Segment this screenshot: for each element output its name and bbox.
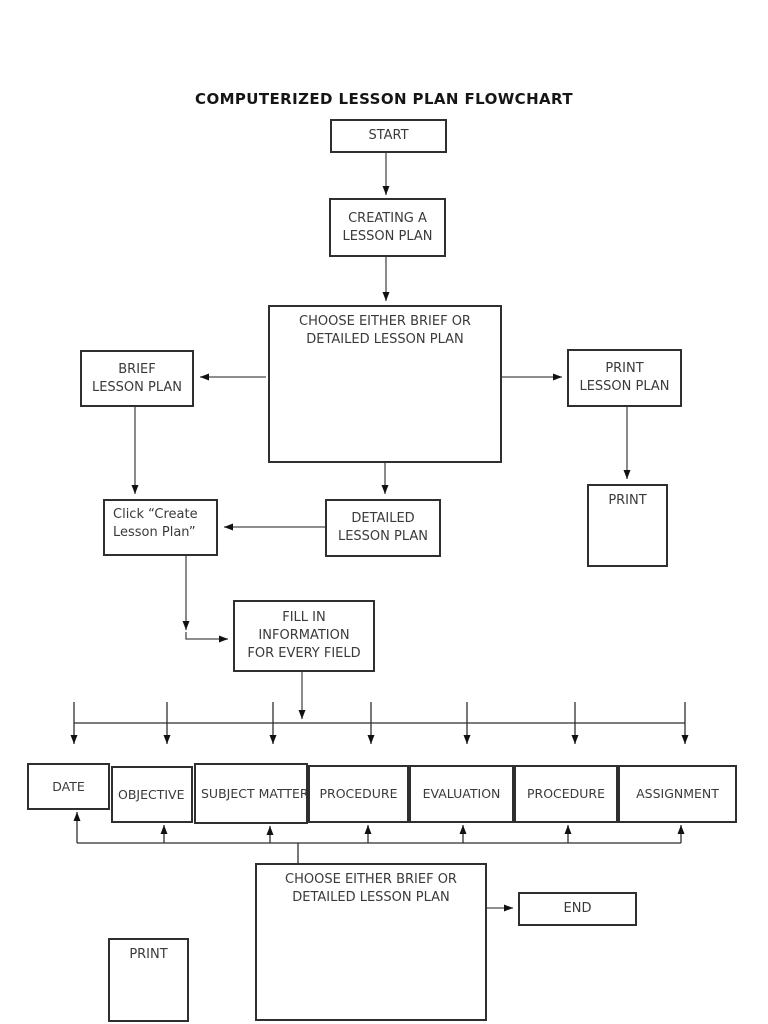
page-title: COMPUTERIZED LESSON PLAN FLOWCHART (195, 90, 573, 108)
field-box-objective: OBJECTIVE (111, 766, 193, 823)
node-fill-in-information: FILL IN INFORMATION FOR EVERY FIELD (233, 600, 375, 672)
node-end: END (518, 892, 637, 926)
return-rail (73, 812, 685, 863)
node-creating-lesson-plan: CREATING A LESSON PLAN (329, 198, 446, 257)
node-start-label: START (368, 128, 409, 143)
node-click-create-lesson-plan: Click “Create Lesson Plan” (103, 499, 218, 556)
field-box-date: DATE (27, 763, 110, 810)
field-box-procedure-1: PROCEDURE (308, 765, 409, 823)
distribution-rail (70, 702, 689, 744)
node-print-right: PRINT (587, 484, 668, 567)
node-choose-brief-or-detailed-bottom: CHOOSE EITHER BRIEF OR DETAILED LESSON P… (255, 863, 487, 1021)
connector-elbow-to-fill-in (185, 632, 228, 643)
field-box-assignment: ASSIGNMENT (618, 765, 737, 823)
field-box-subject-matter: SUBJECT MATTER (194, 763, 308, 824)
node-start: START (330, 119, 447, 153)
node-brief-lesson-plan: BRIEF LESSON PLAN (80, 350, 194, 407)
node-detailed-lesson-plan: DETAILED LESSON PLAN (325, 499, 441, 557)
field-box-evaluation: EVALUATION (409, 765, 514, 823)
node-print-lesson-plan: PRINT LESSON PLAN (567, 349, 682, 407)
field-box-procedure-2: PROCEDURE (514, 765, 618, 823)
node-choose-brief-or-detailed-top: CHOOSE EITHER BRIEF OR DETAILED LESSON P… (268, 305, 502, 463)
node-print-bottom: PRINT (108, 938, 189, 1022)
